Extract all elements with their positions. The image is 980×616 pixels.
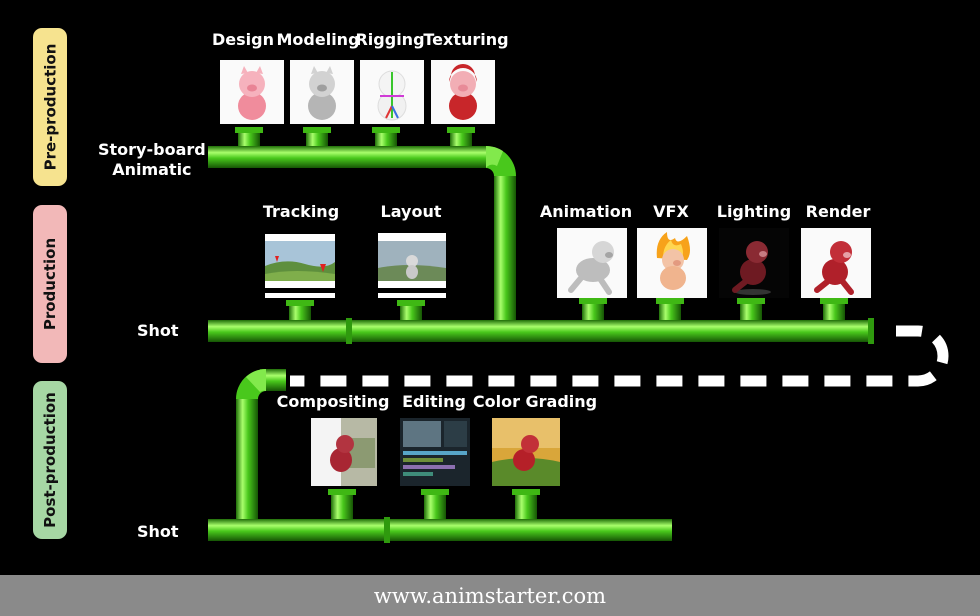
pipe-post-production xyxy=(208,369,672,543)
color-graded-pig-image xyxy=(492,418,560,486)
step-label-color-grading: Color Grading xyxy=(472,392,598,411)
step-label-modeling: Modeling xyxy=(276,30,360,49)
render-thumbnail xyxy=(801,228,871,298)
pipe-pre-production xyxy=(208,145,516,324)
track-label-storyboard: Story-board Animatic xyxy=(98,140,206,179)
connector-lighting xyxy=(737,298,765,322)
lit-pig-dark-image xyxy=(719,228,789,298)
modeling-thumbnail xyxy=(290,60,354,124)
tracking-landscape-image xyxy=(265,228,335,298)
step-label-animation: Animation xyxy=(539,202,633,221)
track-label-shot-production: Shot xyxy=(137,321,179,340)
connector-vfx xyxy=(656,298,684,322)
connector-rigging xyxy=(372,127,400,147)
step-label-editing: Editing xyxy=(402,392,466,411)
connector-compositing xyxy=(328,489,356,519)
connector-tracking xyxy=(286,300,314,322)
texturing-thumbnail xyxy=(431,60,495,124)
rigged-pig-image xyxy=(360,60,424,124)
pipe-production xyxy=(208,318,874,344)
compositing-thumbnail xyxy=(311,418,377,486)
gray-pig-model-image xyxy=(290,60,354,124)
connector-render xyxy=(820,298,848,322)
stage-label-post-production: Post-production xyxy=(33,381,67,539)
step-label-design: Design xyxy=(212,30,274,49)
rendered-pig-image xyxy=(801,228,871,298)
design-thumbnail xyxy=(220,60,284,124)
dashed-transfer-line xyxy=(290,325,949,387)
red-hoodie-pig-image xyxy=(431,60,495,124)
layout-thumbnail xyxy=(378,228,446,298)
step-label-layout: Layout xyxy=(380,202,442,221)
step-label-render: Render xyxy=(805,202,871,221)
connector-design xyxy=(235,127,263,147)
step-label-lighting: Lighting xyxy=(716,202,792,221)
editing-software-image xyxy=(400,418,470,486)
lighting-thumbnail xyxy=(719,228,789,298)
track-label-shot-post: Shot xyxy=(137,522,179,541)
compositing-pig-image xyxy=(311,418,377,486)
connector-modeling xyxy=(303,127,331,147)
connector-animation xyxy=(579,298,607,322)
layout-pig-scene-image xyxy=(378,228,446,298)
step-label-tracking: Tracking xyxy=(262,202,340,221)
color-grading-thumbnail xyxy=(492,418,560,486)
tracking-thumbnail xyxy=(265,228,335,298)
stage-label-pre-production: Pre-production xyxy=(33,28,67,186)
flaming-pig-image xyxy=(637,228,707,298)
step-label-compositing: Compositing xyxy=(276,392,390,411)
animation-thumbnail xyxy=(557,228,627,298)
step-label-vfx: VFX xyxy=(653,202,689,221)
editing-thumbnail xyxy=(400,418,470,486)
rigging-thumbnail xyxy=(360,60,424,124)
connector-layout xyxy=(397,300,425,322)
gray-pig-pose-image xyxy=(557,228,627,298)
stage-label-production: Production xyxy=(33,205,67,363)
footer-bar: www.animstarter.com xyxy=(0,575,980,616)
pink-pig-character-image xyxy=(220,60,284,124)
footer-website: www.animstarter.com xyxy=(373,583,607,608)
step-label-texturing: Texturing xyxy=(423,30,509,49)
connector-texturing xyxy=(447,127,475,147)
connector-editing xyxy=(421,489,449,519)
connector-color-grading xyxy=(512,489,540,519)
step-label-rigging: Rigging xyxy=(355,30,425,49)
vfx-thumbnail xyxy=(637,228,707,298)
